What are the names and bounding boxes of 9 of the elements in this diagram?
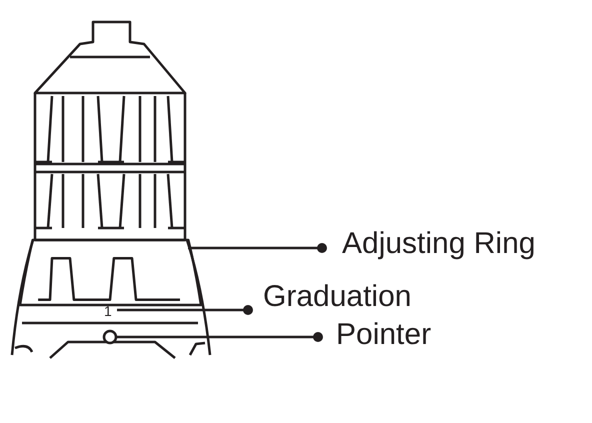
part-label: Pointer bbox=[336, 320, 432, 350]
pointer-mark bbox=[102, 330, 118, 344]
graduation-number: 1 bbox=[104, 304, 112, 318]
leader-line bbox=[117, 305, 253, 315]
leader-line bbox=[188, 243, 327, 253]
part-label: Adjusting Ring bbox=[342, 229, 536, 259]
leader-line bbox=[116, 332, 323, 342]
adjusting-ring bbox=[18, 238, 202, 306]
part-label: Graduation bbox=[263, 282, 412, 312]
